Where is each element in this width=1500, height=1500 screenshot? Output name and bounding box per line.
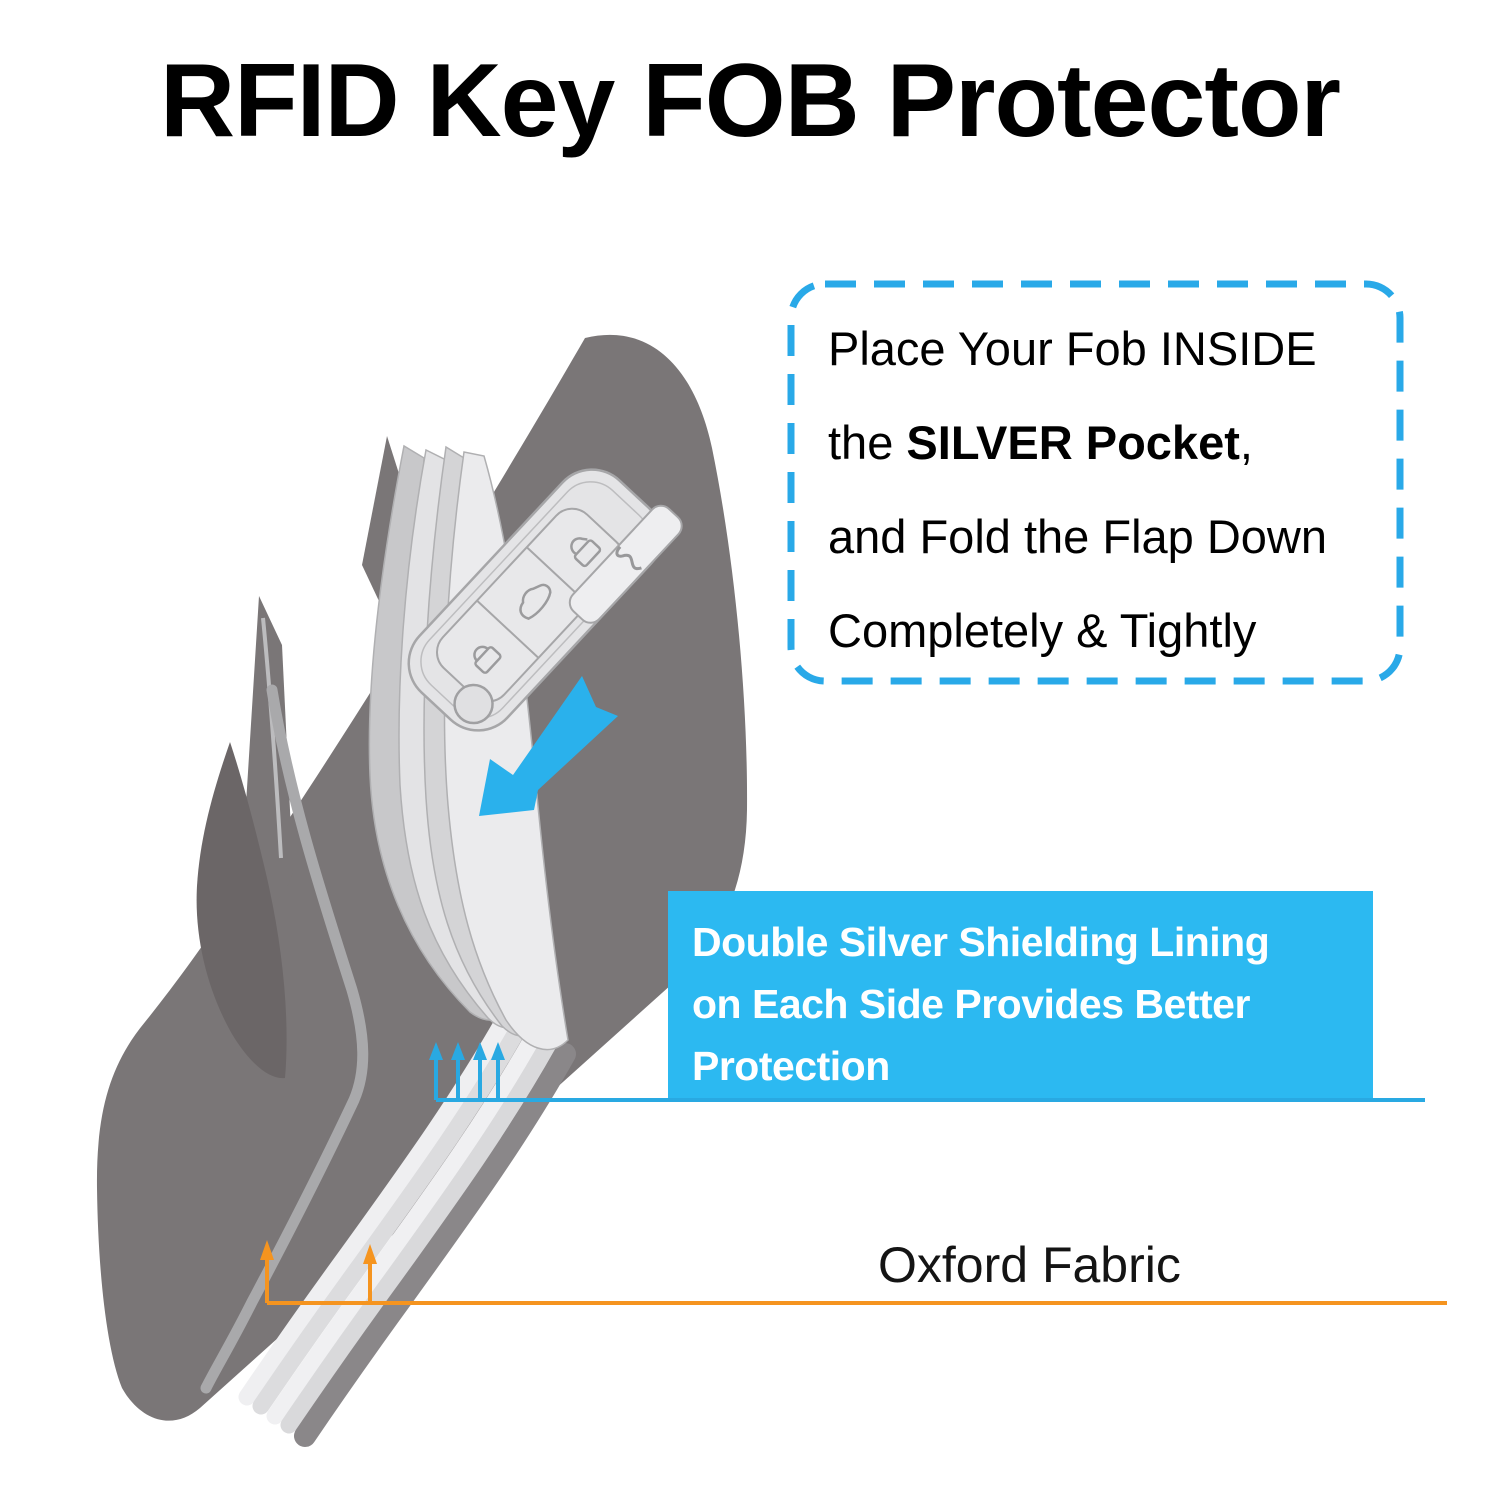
shielding-line-3: Protection (692, 1043, 890, 1089)
shield-callout (429, 1042, 1425, 1102)
flap-tip-lower-edge (261, 617, 283, 859)
lock-icon (473, 645, 502, 674)
fabric-arrowhead-icon (260, 1240, 274, 1260)
shield-arrow-icons (429, 1042, 505, 1100)
unlock-icon (570, 537, 602, 568)
fabric-arrowhead-icon (363, 1244, 377, 1264)
instruction-line-2: the SILVER Pocket, (828, 396, 1388, 490)
rfid-pouch (96, 334, 748, 1447)
key-fob (407, 468, 683, 732)
instruction-line-1: Place Your Fob INSIDE (828, 322, 1317, 375)
shield-arrowhead-icon (429, 1042, 443, 1060)
edge-highlight (200, 684, 369, 1394)
instruction-note: Place Your Fob INSIDE the SILVER Pocket,… (828, 302, 1388, 678)
keyring-hole (453, 683, 494, 725)
shielding-note: Double Silver Shielding Lining on Each S… (668, 891, 1373, 1098)
shield-arrowhead-icon (491, 1042, 505, 1060)
fabric-callout (260, 1240, 1447, 1305)
pocket-shadow (196, 742, 287, 1079)
key-groove (568, 504, 683, 624)
shield-arrowhead-icon (473, 1042, 487, 1060)
shielding-line-2: on Each Side Provides Better (692, 981, 1250, 1027)
shielding-line-1: Double Silver Shielding Lining (692, 919, 1270, 965)
instruction-box-border (787, 280, 1404, 685)
fabric-label: Oxford Fabric (878, 1237, 1181, 1293)
fabric-outer-layer (294, 1043, 576, 1447)
page-edge-layers (238, 1006, 576, 1447)
instruction-line-3: and Fold the Flap Down (828, 510, 1328, 563)
instruction-line-2-pre: the (828, 416, 907, 469)
instruction-line-2-bold: SILVER Pocket (906, 416, 1240, 469)
instruction-line-2-post: , (1239, 416, 1253, 469)
fob-rim (420, 481, 650, 719)
insert-arrow-icon (479, 676, 618, 816)
shield-arrowhead-icon (451, 1042, 465, 1060)
car-icon (519, 583, 552, 620)
page-title: RFID Key FOB Protector (160, 43, 1341, 159)
instruction-line-4: Completely & Tightly (828, 604, 1257, 657)
